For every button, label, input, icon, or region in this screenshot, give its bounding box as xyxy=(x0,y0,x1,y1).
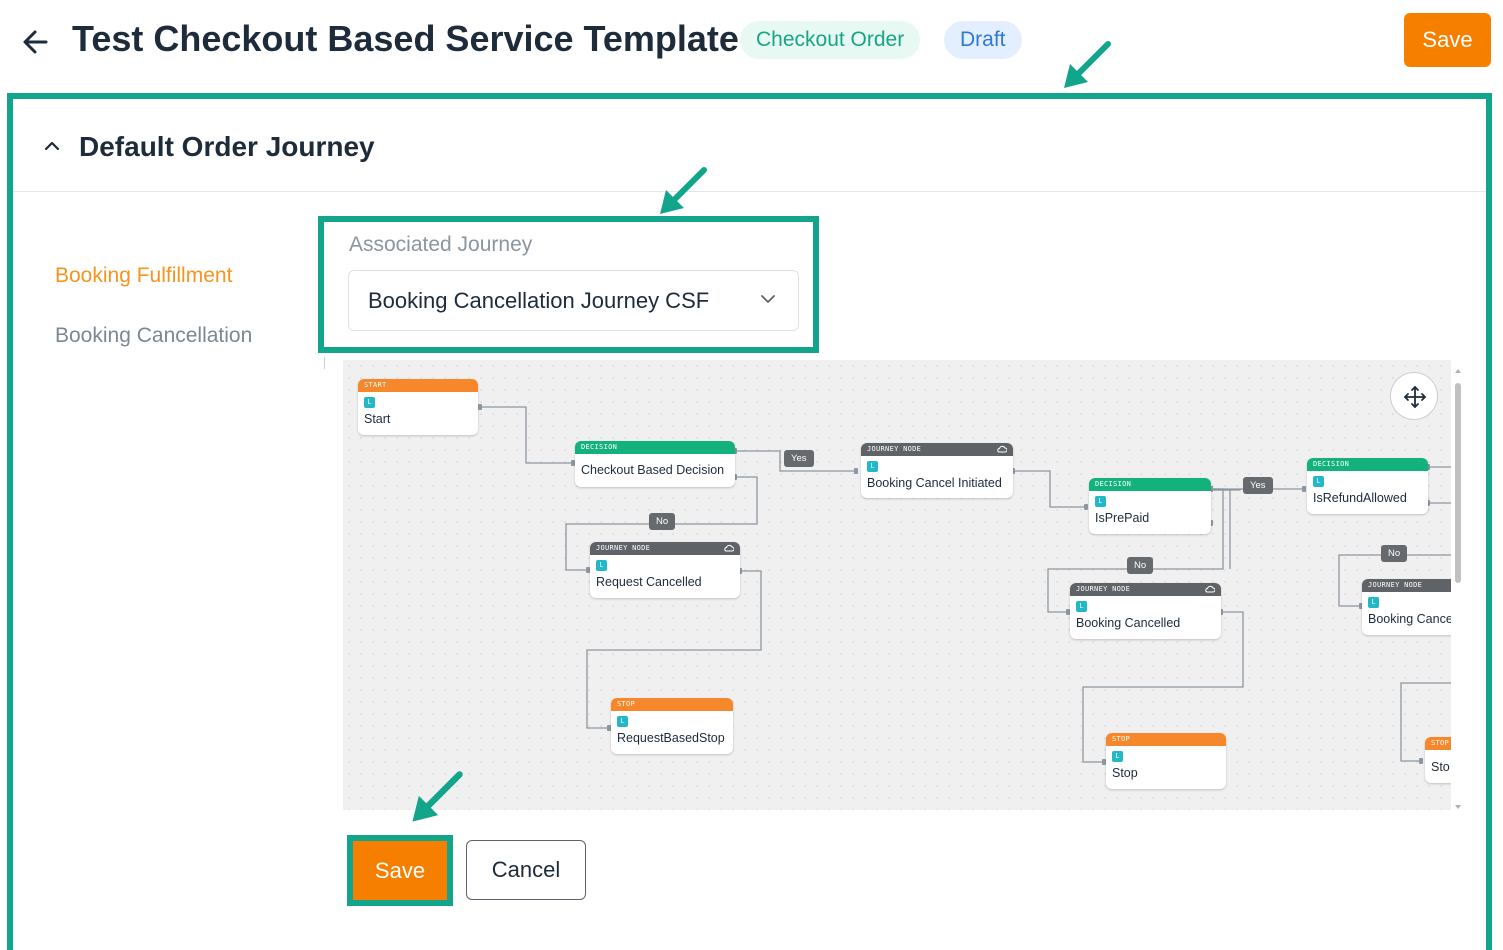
edge-label-no: No xyxy=(1127,557,1154,574)
node-type: STOP xyxy=(611,698,733,711)
node-type: JOURNEY NODE xyxy=(1362,579,1451,592)
flow-node-request-based-stop[interactable]: STOP L RequestBasedStop xyxy=(611,698,733,754)
flow-node-booking-cancel-initiated[interactable]: JOURNEY NODE L Booking Cancel Initiated xyxy=(861,443,1013,498)
node-tag: L xyxy=(867,461,878,472)
pan-button[interactable] xyxy=(1390,372,1438,420)
collapse-button[interactable] xyxy=(43,139,61,153)
checkout-type-badge: Checkout Order xyxy=(740,21,921,59)
associated-journey-group: Associated Journey Booking Cancellation … xyxy=(318,216,819,353)
node-tag: L xyxy=(1313,476,1324,487)
flow-connectors xyxy=(478,404,1451,765)
node-tag: L xyxy=(1076,601,1087,612)
node-tag: L xyxy=(1112,751,1123,762)
node-label: Stop xyxy=(1112,766,1138,780)
node-type: STOP xyxy=(1425,737,1451,750)
journey-flow-canvas[interactable]: START L Start DECISION Checkout Based De… xyxy=(343,360,1451,810)
move-icon xyxy=(1404,386,1426,408)
edge-label-yes: Yes xyxy=(784,450,814,467)
cancel-button[interactable]: Cancel xyxy=(466,840,586,900)
node-tag: L xyxy=(617,716,628,727)
flow-node-is-refund-allowed[interactable]: DECISION L IsRefundAllowed xyxy=(1307,458,1428,514)
save-button[interactable]: Save xyxy=(353,841,447,900)
node-type: DECISION xyxy=(1089,478,1211,491)
edge-label-yes: Yes xyxy=(1243,477,1273,494)
node-type: START xyxy=(358,379,478,392)
scroll-up-icon[interactable] xyxy=(1453,367,1463,375)
divider xyxy=(324,357,325,369)
back-button[interactable] xyxy=(18,24,54,60)
flow-node-is-prepaid[interactable]: DECISION L IsPrePaid xyxy=(1089,478,1211,534)
node-label: Start xyxy=(364,412,391,426)
flow-node-stop[interactable]: STOP L Stop xyxy=(1106,733,1226,789)
flow-node-stop-2[interactable]: STOP Sto xyxy=(1425,737,1451,783)
annotation-arrow-icon xyxy=(1064,41,1111,88)
sidebar-item-booking-cancellation[interactable]: Booking Cancellation xyxy=(55,324,253,347)
associated-journey-label: Associated Journey xyxy=(349,233,533,256)
node-type: DECISION xyxy=(575,441,735,454)
status-badge: Draft xyxy=(944,21,1022,59)
annotation-arrow-icon xyxy=(412,771,463,822)
node-tag: L xyxy=(1368,597,1379,608)
node-type: STOP xyxy=(1106,733,1226,746)
node-label: Booking Cancelled xyxy=(1076,616,1181,630)
section-title: Default Order Journey xyxy=(79,131,375,162)
node-type: JOURNEY NODE xyxy=(861,443,1013,456)
order-journey-panel: Default Order Journey Booking Fulfillmen… xyxy=(7,93,1492,950)
cloud-icon xyxy=(724,544,734,552)
flow-node-booking-cancelled-2[interactable]: JOURNEY NODE L Booking Cance xyxy=(1362,579,1451,635)
chevron-down-icon xyxy=(761,295,775,303)
node-type: JOURNEY NODE xyxy=(1070,583,1221,596)
node-label: Request Cancelled xyxy=(596,575,702,589)
sidebar-item-booking-fulfillment[interactable]: Booking Fulfillment xyxy=(55,264,233,287)
cloud-icon xyxy=(997,445,1007,453)
save-button-highlight: Save xyxy=(347,835,453,906)
node-label: RequestBasedStop xyxy=(617,731,725,745)
node-tag: L xyxy=(1095,496,1106,507)
node-type: DECISION xyxy=(1307,458,1428,471)
node-label: IsRefundAllowed xyxy=(1313,491,1407,505)
node-type: JOURNEY NODE xyxy=(590,542,740,555)
chevron-up-icon xyxy=(44,141,60,151)
associated-journey-select[interactable]: Booking Cancellation Journey CSF xyxy=(348,270,799,331)
node-label: Booking Cance xyxy=(1368,612,1451,626)
cloud-icon xyxy=(1205,585,1215,593)
edge-label-no: No xyxy=(1381,545,1408,562)
header-save-button[interactable]: Save xyxy=(1404,13,1491,67)
scroll-down-icon[interactable] xyxy=(1453,803,1463,811)
flow-node-request-cancelled[interactable]: JOURNEY NODE L Request Cancelled xyxy=(590,542,740,598)
page-title: Test Checkout Based Service Template xyxy=(72,18,739,59)
annotation-arrow-icon xyxy=(660,167,707,214)
flow-node-start[interactable]: START L Start xyxy=(358,379,478,435)
section-header: Default Order Journey xyxy=(13,99,1486,192)
node-label: Sto xyxy=(1431,760,1450,774)
node-label: Checkout Based Decision xyxy=(581,463,725,477)
canvas-scrollbar[interactable] xyxy=(1453,367,1463,811)
node-tag: L xyxy=(596,560,607,571)
node-tag: L xyxy=(364,397,375,408)
flow-node-booking-cancelled[interactable]: JOURNEY NODE L Booking Cancelled xyxy=(1070,583,1221,639)
node-label: IsPrePaid xyxy=(1095,511,1150,525)
scrollbar-thumb[interactable] xyxy=(1455,383,1461,583)
associated-journey-value: Booking Cancellation Journey CSF xyxy=(368,288,710,313)
edge-label-no: No xyxy=(649,513,676,530)
node-label: Booking Cancel Initiated xyxy=(867,476,1002,490)
arrow-left-icon xyxy=(23,30,48,54)
flow-node-checkout-decision[interactable]: DECISION Checkout Based Decision xyxy=(575,441,735,487)
